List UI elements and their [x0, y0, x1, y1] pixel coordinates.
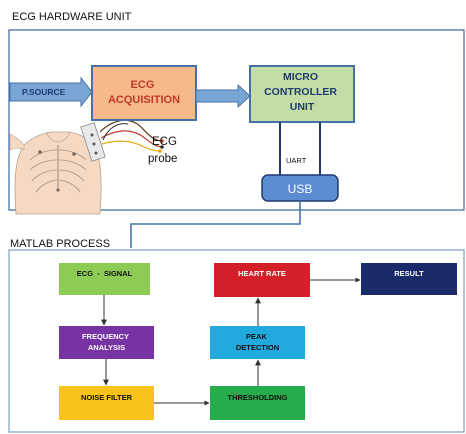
ecg-signal-label: ECG - SIGNAL	[77, 269, 133, 278]
power-source-arrow	[9, 76, 93, 108]
usb-to-matlab-connector	[130, 201, 301, 248]
peak-detection-label: PEAK DETECTION	[236, 332, 279, 352]
ecg-acquisition-block	[91, 65, 197, 121]
noise-filter-block	[59, 386, 154, 420]
acquisition-to-controller-arrow	[195, 83, 251, 109]
hardware-section-title: ECG HARDWARE UNIT	[12, 11, 132, 23]
matlab-frame	[8, 249, 465, 433]
thresholding-label: THRESHOLDING	[228, 393, 288, 402]
usb-label: USB	[288, 182, 313, 196]
heart-rate-block	[214, 263, 310, 297]
patient-torso-illustration	[9, 131, 102, 215]
ecg-signal-block	[59, 263, 150, 295]
thresholding-block	[210, 386, 305, 420]
result-block	[361, 263, 457, 295]
ecg-probe-device	[80, 119, 164, 162]
frequency-analysis-label: FREQUENCY ANALYSIS	[82, 332, 131, 352]
heart-rate-label: HEART RATE	[238, 269, 286, 278]
result-label: RESULT	[394, 269, 424, 278]
microcontroller-label: MICRO CONTROLLER UNIT	[264, 71, 340, 113]
ecg-acquisition-label: ECG ACQUISITION	[108, 79, 180, 106]
frequency-analysis-block	[59, 326, 154, 359]
matlab-section-title: MATLAB PROCESS	[10, 238, 110, 250]
noise-filter-label: NOISE FILTER	[81, 393, 133, 402]
microcontroller-block	[249, 65, 355, 123]
uart-label: UART	[286, 156, 307, 165]
hardware-frame	[8, 29, 465, 211]
peak-detection-block	[210, 326, 305, 359]
ecg-probe-label: ECG probe	[148, 136, 180, 165]
power-source-label: P.SOURCE	[22, 87, 66, 97]
